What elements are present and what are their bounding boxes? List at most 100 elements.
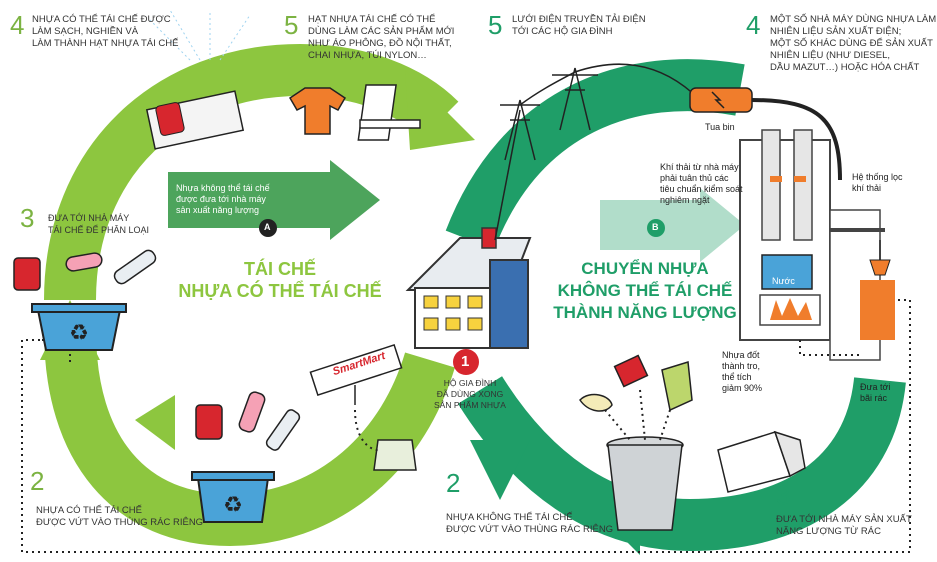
- step-2-left-number: 2: [30, 466, 45, 496]
- step-3-right-line: NĂNG LƯỢNG TỪ RÁC: [776, 526, 881, 537]
- step-5-left-text: HẠT NHỰA TÁI CHẾ CÓ THỂ DÙNG LÀM CÁC SẢN…: [308, 14, 454, 62]
- left-cycle-top-arrowhead: [405, 70, 475, 150]
- fire-icon: [770, 298, 812, 320]
- t-shirt: [288, 87, 347, 135]
- step-1-badge: [453, 349, 479, 375]
- badge-a-label: A: [264, 222, 271, 232]
- ash-line: giảm 90%: [722, 383, 763, 393]
- arrow-a-line: được đưa tới nhà máy: [176, 194, 266, 204]
- step-5-left-line: HẠT NHỰA TÁI CHẾ CÓ THỂ: [308, 14, 436, 25]
- emission-line: Khí thải từ nhà máy: [660, 162, 739, 172]
- house-window: [467, 295, 483, 309]
- step-4-right-line: NHIÊN LIỆU SẢN XUẤT ĐIỆN;: [770, 26, 902, 37]
- recycle-bin-left: ♻: [31, 303, 127, 351]
- step-3-left-text: ĐƯA TỚI NHÀ MÁY TÁI CHẾ ĐỂ PHÂN LOẠI: [48, 212, 149, 236]
- step-2-left-line: NHỰA CÓ THỂ TÁI CHẾ: [36, 505, 142, 516]
- ash-label: Nhựa đốt thành tro, thể tích giảm 90%: [722, 350, 762, 394]
- arrow-b: [600, 188, 745, 262]
- left-cycle-title: TÁI CHẾ NHỰA CÓ THỂ TÁI CHẾ: [170, 258, 390, 302]
- right-cycle-title-line: THÀNH NĂNG LƯỢNG: [553, 303, 737, 322]
- ash-line: Nhựa đốt: [722, 350, 760, 360]
- step-2-left-line: ĐƯỢC VỨT VÀO THÙNG RÁC RIÊNG: [36, 517, 204, 528]
- step-5-left-line: CHAI NHỰA, TÚI NYLON…: [308, 50, 427, 61]
- step-4-right-line: MỘT SỐ KHÁC DÙNG ĐỂ SẢN XUẤT: [770, 38, 933, 49]
- left-cycle-title-line: TÁI CHẾ: [244, 259, 316, 279]
- ash-line: thể tích: [722, 372, 752, 382]
- recycling-machine: [145, 9, 251, 150]
- plastic-items-right: [579, 354, 693, 441]
- ash-line: thành tro,: [722, 361, 761, 371]
- badge-a: [259, 219, 277, 237]
- arrow-a: [168, 160, 380, 240]
- house-chimney: [481, 227, 497, 249]
- left-cycle-mid-arrowhead: [135, 395, 175, 450]
- recycle-icon: ♻: [69, 321, 89, 346]
- step-3-left-number: 3: [20, 203, 35, 233]
- shopping-bag: [373, 439, 417, 471]
- turbine-label: Tua bin: [705, 122, 735, 132]
- arrow-a-line: Nhựa không thể tái chế: [176, 183, 270, 193]
- step-5-right-text: LƯỚI ĐIỆN TRUYỀN TẢI ĐIỆN TỚI CÁC HỘ GIA…: [512, 14, 646, 38]
- step-3-left-line: ĐƯA TỚI NHÀ MÁY: [48, 213, 130, 223]
- emission-label: Khí thải từ nhà máy phải tuân thủ các ti…: [660, 162, 743, 206]
- step-5-right-number: 5: [488, 10, 503, 40]
- step-1-text: HỘ GIA ĐÌNH ĐÃ DÙNG XONG SẢN PHẨM NHỰA: [420, 378, 520, 411]
- step-4-left-line: LÀM THÀNH HẠT NHỰA TÁI CHẾ: [32, 38, 179, 49]
- step-1-line: HỘ GIA ĐÌNH: [443, 378, 497, 388]
- emission-line: tiêu chuẩn kiểm soát: [660, 184, 743, 194]
- chair: [357, 84, 421, 141]
- step-3-left-line: TÁI CHẾ ĐỂ PHÂN LOẠI: [48, 225, 150, 235]
- recycle-bin-bottom: ♻: [191, 471, 275, 523]
- step-4-right-line: NHIÊN LIỆU (NHƯ DIESEL,: [770, 50, 891, 61]
- turbine: [689, 87, 842, 181]
- right-cycle-arrows: [445, 59, 906, 555]
- right-cycle-title-line: CHUYỂN NHỰA: [581, 259, 709, 278]
- step-3-right-text: ĐƯA TỚI NHÀ MÁY SẢN XUẤT NĂNG LƯỢNG TỪ R…: [776, 514, 912, 538]
- dotted-bag-path: [354, 409, 379, 451]
- step-1-line: ĐÃ DÙNG XONG: [436, 389, 504, 399]
- right-cycle-title-line: KHÔNG THỂ TÁI CHẾ: [557, 281, 733, 300]
- filter-line: Hệ thống lọc: [852, 172, 903, 182]
- landfill-line: bãi rác: [860, 393, 888, 403]
- house: [405, 227, 532, 375]
- step-5-left-line: DÙNG LÀM CÁC SẢN PHẨM MỚI: [308, 26, 455, 37]
- emission-line: nghiêm ngặt: [660, 195, 710, 205]
- arrow-a-line: sản xuất năng lượng: [176, 205, 259, 215]
- step-5-left-line: NHƯ ÁO PHÔNG, ĐỒ NỘI THẤT,: [308, 38, 452, 49]
- recycle-icon: ♻: [223, 493, 243, 518]
- landfill-label: Đưa tới bãi rác: [860, 382, 890, 404]
- step-5-right-line: TỚI CÁC HỘ GIA ĐÌNH: [512, 26, 613, 37]
- step-1-line: SẢN PHẨM NHỰA: [434, 400, 506, 410]
- badge-b-label: B: [652, 222, 659, 232]
- right-cycle-top-arc: [445, 59, 745, 250]
- house-window: [423, 317, 439, 331]
- house-window: [467, 317, 483, 331]
- truck: [717, 430, 806, 493]
- filter-line: khí thải: [852, 183, 882, 193]
- right-cycle-right-arc: [457, 376, 906, 552]
- step-4-right-number: 4: [746, 10, 761, 40]
- trash-can: [606, 436, 684, 531]
- house-side: [489, 259, 529, 349]
- step-2-right-number: 2: [446, 468, 461, 498]
- step-4-left-line: LÀM SẠCH, NGHIỀN VÀ: [32, 26, 139, 37]
- step-1-number: 1: [461, 353, 470, 370]
- step-4-right-line: DẦU MAZUT…) HOẶC HÓA CHẤT: [770, 62, 920, 73]
- arrow-a-text: Nhựa không thể tái chế được đưa tới nhà …: [176, 183, 270, 216]
- dotted-path-left: [21, 299, 911, 553]
- step-5-right-line: LƯỚI ĐIỆN TRUYỀN TẢI ĐIỆN: [512, 14, 646, 25]
- plastic-items-left: [13, 249, 157, 291]
- step-4-right-line: MỘT SỐ NHÀ MÁY DÙNG NHỰA LÀM: [770, 14, 937, 25]
- plastic-items-bottom: [195, 391, 301, 451]
- left-cycle-title-line: NHỰA CÓ THỂ TÁI CHẾ: [178, 281, 382, 301]
- right-cycle-title: CHUYỂN NHỰA KHÔNG THỂ TÁI CHẾ THÀNH NĂNG…: [545, 258, 745, 324]
- badge-b: [647, 219, 665, 237]
- step-4-right-text: MỘT SỐ NHÀ MÁY DÙNG NHỰA LÀM NHIÊN LIỆU …: [770, 14, 936, 74]
- house-window: [445, 295, 461, 309]
- crane-claw: [869, 259, 891, 276]
- right-cycle-left-arrowhead: [470, 440, 530, 500]
- step-4-left-text: NHỰA CÓ THỂ TÁI CHẾ ĐƯỢC LÀM SẠCH, NGHIỀ…: [32, 14, 178, 50]
- step-2-right-line: NHỰA KHÔNG THỂ TÁI CHẾ: [446, 512, 573, 523]
- step-4-left-number: 4: [10, 10, 25, 40]
- step-5-left-number: 5: [284, 10, 299, 40]
